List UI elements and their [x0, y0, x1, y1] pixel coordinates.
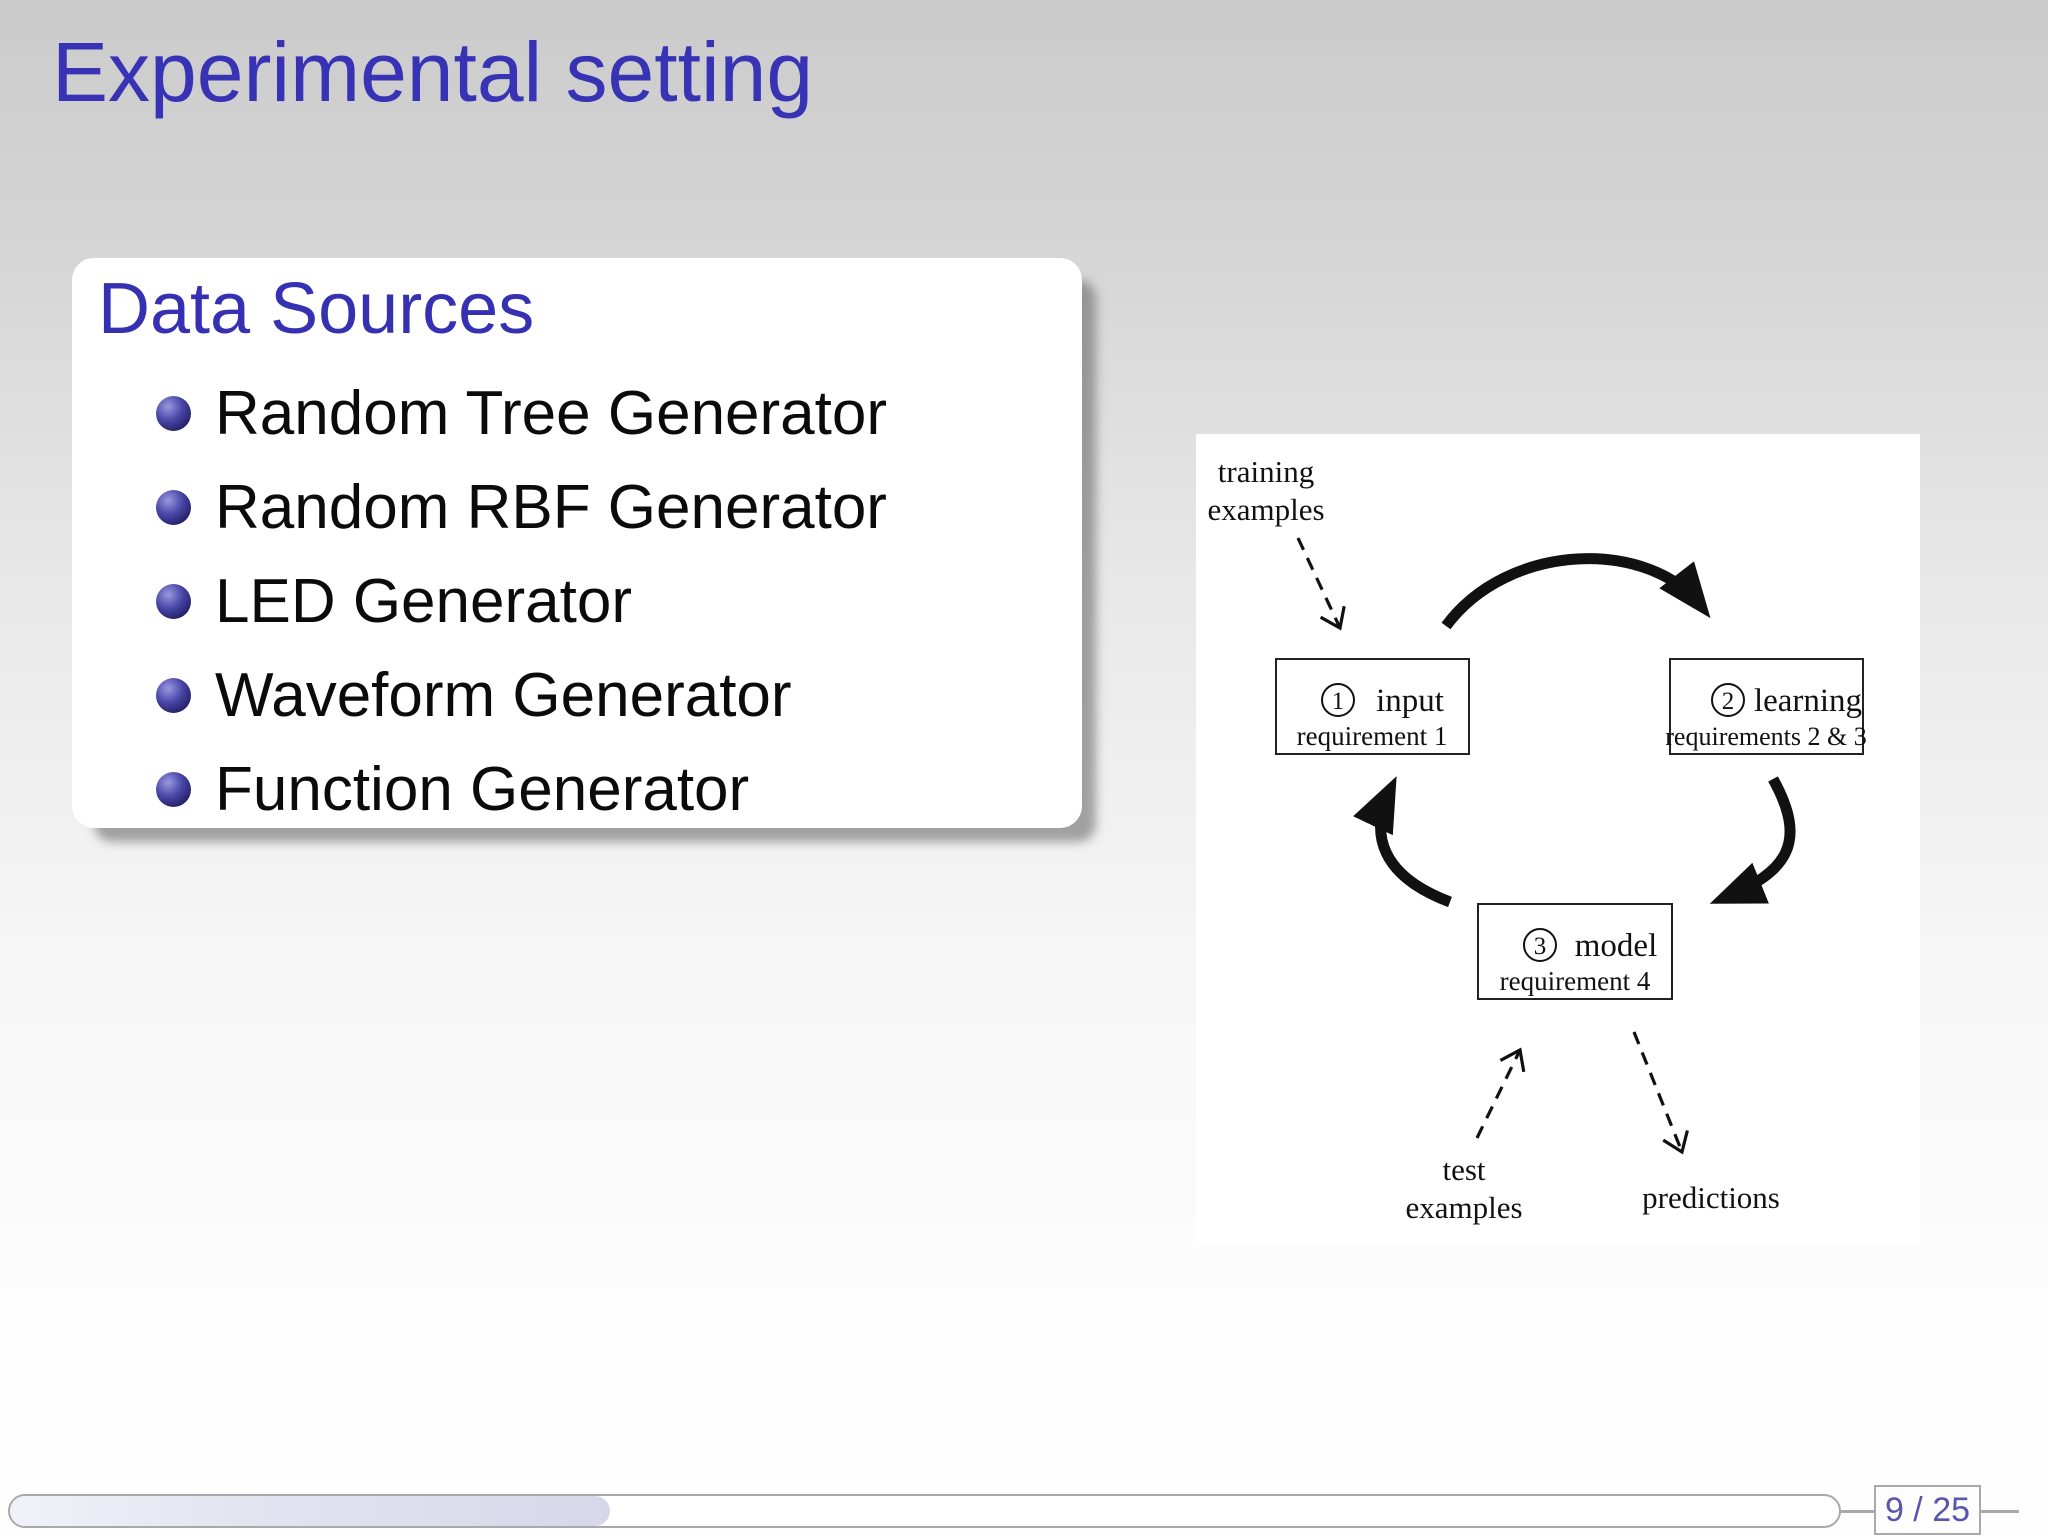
bullet-icon: [156, 489, 191, 525]
circled-number-icon: [1711, 683, 1745, 717]
predictions-label: predictions: [1642, 1180, 1780, 1215]
cycle-arrow-model-to-input: [1353, 776, 1452, 908]
training-examples-label-line1: training: [1218, 454, 1314, 489]
data-sources-block: Data Sources Random Tree Generator Rando…: [72, 258, 1082, 828]
page-number-box: 9 / 25: [1874, 1485, 1981, 1535]
page-number: 9 / 25: [1884, 1490, 1971, 1529]
training-to-input-arrow: [1296, 537, 1346, 631]
list-item-label: Waveform Generator: [215, 660, 792, 730]
bullet-icon: [156, 771, 191, 807]
bullet-icon: [156, 395, 191, 431]
list-item-label: LED Generator: [215, 566, 632, 636]
model-to-predictions-arrow: [1632, 1031, 1689, 1155]
list-item: Waveform Generator: [156, 648, 1062, 742]
list-item-label: Function Generator: [215, 754, 750, 824]
bullet-icon: [156, 677, 191, 713]
box3-name: model: [1575, 928, 1657, 964]
box2-requirement: requirements 2 & 3: [1665, 722, 1866, 751]
footer-connector-line: [1839, 1510, 1876, 1513]
figure-box-learning: 2 learning requirements 2 & 3: [1665, 658, 1867, 755]
cycle-arrow-learning-to-model: [1709, 776, 1796, 904]
box3-number: 3: [1534, 933, 1547, 960]
list-item-label: Random RBF Generator: [215, 472, 887, 542]
slide-progress-fill: [10, 1496, 610, 1526]
box1-number: 1: [1332, 688, 1345, 715]
circled-number-icon: [1321, 683, 1355, 717]
box1-requirement: requirement 1: [1297, 721, 1448, 751]
circled-number-icon: [1523, 928, 1557, 962]
slide-progress-bar: [8, 1494, 1841, 1528]
list-item: Random RBF Generator: [156, 460, 1062, 554]
training-examples-label-line2: examples: [1207, 492, 1324, 527]
box2-number: 2: [1722, 688, 1735, 715]
bullet-icon: [156, 583, 191, 619]
block-title: Data Sources: [98, 269, 535, 349]
test-examples-label-line1: test: [1442, 1152, 1485, 1187]
box1-name: input: [1376, 683, 1444, 719]
slide-title: Experimental setting: [52, 25, 814, 119]
list-item: Random Tree Generator: [156, 366, 1062, 460]
learning-cycle-figure: training examples 1 input requirement 1 …: [1196, 434, 1920, 1244]
list-item: LED Generator: [156, 554, 1062, 648]
figure-box-model: 3 model requirement 4: [1477, 903, 1673, 1000]
box3-requirement: requirement 4: [1500, 966, 1651, 996]
list-item-label: Random Tree Generator: [215, 378, 888, 448]
figure-box-input: 1 input requirement 1: [1275, 658, 1470, 755]
test-examples-label-line2: examples: [1405, 1190, 1522, 1225]
box2-name: learning: [1754, 683, 1862, 719]
test-to-model-arrow: [1475, 1047, 1526, 1139]
data-sources-list: Random Tree Generator Random RBF Generat…: [156, 366, 1062, 836]
list-item: Function Generator: [156, 742, 1062, 836]
cycle-arrow-input-to-learning: [1441, 553, 1711, 630]
footer-connector-line: [1979, 1510, 2019, 1513]
